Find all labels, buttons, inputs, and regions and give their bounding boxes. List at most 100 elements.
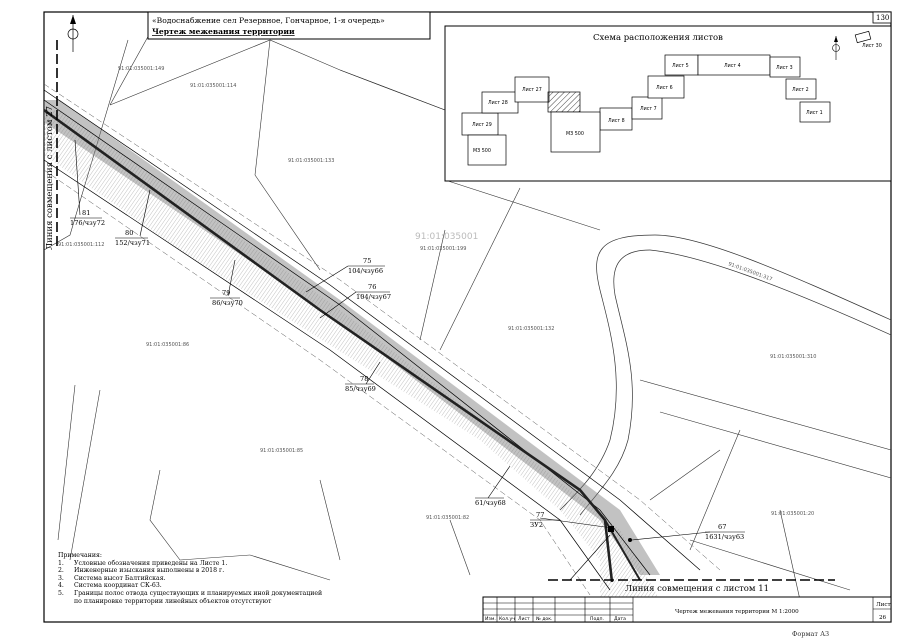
scheme-label-8: Лист 8 (608, 118, 625, 124)
scheme-label-2: Лист 2 (792, 87, 809, 93)
stamp-col: Изм. (485, 616, 496, 622)
point-code: 104/чзу67 (356, 293, 391, 301)
stamp-sheet-number: 26 (879, 615, 887, 621)
scheme-label-30: Лист 30 (862, 43, 882, 49)
point-number: 78 (360, 375, 368, 383)
notes-header: Примечания: (58, 552, 102, 559)
title-block: Изм. Кол.уч Лист № док. Подп. Дата Черте… (482, 596, 892, 623)
point-number: 77 (536, 511, 544, 519)
scheme-sheet-6 (647, 75, 685, 99)
scheme-sheet-28 (481, 91, 519, 114)
quarter-label: 91:01:035001 (415, 232, 478, 242)
point-leaders (70, 139, 745, 581)
note-item: 3.Система высот Балтийская. (58, 574, 166, 582)
corridor-edges (44, 89, 701, 591)
well-node-2 (628, 538, 632, 542)
scheme-label-1: Лист 1 (806, 110, 823, 116)
scheme-label-29: Лист 29 (472, 122, 492, 128)
scheme-sheet-labels: Лист 29 Лист 28 Лист 27 Лист 8 Лист 7 Ли… (472, 43, 882, 154)
match-line-bottom-label: Линия совмещения с листом 11 (625, 584, 769, 594)
parcel-label: 91:01:035001:85 (260, 448, 303, 454)
pipeline (44, 108, 614, 583)
note-item: 1.Условные обозначения приведены на Лист… (58, 559, 228, 567)
match-line-left-label: Линия совмещения с листом 27 (45, 106, 55, 250)
point-code: ЗУ2 (530, 521, 543, 529)
road-curves (559, 234, 891, 516)
point-code: 61/чзу68 (475, 499, 506, 507)
parcel-label: 91:01:035001:112 (58, 242, 104, 248)
scheme-label-3: Лист 3 (776, 65, 793, 71)
scheme-sheets (461, 30, 872, 166)
scheme-mz-left (467, 134, 507, 166)
scheme-mz-label-right: МЗ 500 (566, 131, 584, 137)
scheme-sheet-current (547, 91, 581, 113)
point-number: 76 (368, 283, 376, 291)
parcel-label: 91:01:035001:149 (118, 66, 164, 72)
format-label: Формат А3 (792, 630, 830, 638)
parcel-label: 91:01:035001:132 (508, 326, 554, 332)
point-code: 176/чзу72 (70, 219, 105, 227)
point-number: 75 (363, 257, 371, 265)
title-box (147, 11, 431, 40)
parcel-label: 91:01:035001:199 (420, 246, 466, 252)
stamp-col: Дата (614, 616, 626, 622)
stamp-sheet-label: Лист (876, 602, 891, 608)
note-item: 4.Система координат СК-63. (58, 582, 162, 590)
corner-number-box (872, 11, 892, 24)
scheme-label-6: Лист 6 (656, 85, 673, 91)
note-item: 2.Инженерные изыскания выполнены в 2018 … (58, 567, 225, 575)
point-code: 86/чзу70 (212, 299, 243, 307)
scheme-sheet-2 (785, 78, 817, 100)
scheme-label-28: Лист 28 (488, 100, 508, 106)
point-code: 1631/чзу63 (705, 533, 744, 541)
stamp-col: Подп. (590, 616, 604, 622)
drawing-frame (43, 11, 892, 623)
scheme-sheet-30 (854, 30, 872, 44)
scheme-sheet-27 (514, 76, 550, 103)
corridor-band (44, 100, 660, 575)
title-line-1: «Водоснабжение сел Резервное, Гончарное,… (152, 16, 385, 25)
scheme-sheet-3 (769, 56, 801, 78)
scheme-label-27: Лист 27 (522, 87, 542, 93)
north-arrow-icon (67, 15, 79, 52)
point-number: 79 (222, 289, 230, 297)
point-code: 152/чзу71 (115, 239, 150, 247)
stamp-col: Лист (518, 616, 530, 622)
scheme-sheet-1 (799, 101, 831, 123)
stamp-col: Кол.уч (499, 616, 515, 622)
corner-number: 130 (876, 14, 889, 22)
corridor-hatch (44, 110, 660, 600)
point-code: 104/чзу66 (348, 267, 383, 275)
scheme-title: Схема расположения листов (593, 33, 723, 43)
scheme-sheet-7 (631, 96, 663, 120)
stamp-drawing-title: Чертеж межевания территории М 1:2000 (675, 609, 799, 615)
note-item: 5.Границы полос отвода существующих и пл… (58, 589, 323, 597)
point-number: 81 (82, 209, 90, 217)
scheme-mz-label-left: МЗ 500 (473, 148, 491, 154)
title-line-2: Чертеж межевания территории (152, 27, 295, 36)
parcel-label: 91:01:035001:114 (190, 83, 236, 89)
scheme-label-5: Лист 5 (672, 63, 689, 69)
map-area (44, 14, 891, 601)
corridor-dashed (44, 83, 721, 596)
parcel-label: 91:01:035001:317 (727, 261, 773, 283)
point-number: 80 (125, 229, 133, 237)
scheme-label-4: Лист 4 (724, 63, 741, 69)
point-code: 85/чзу69 (345, 385, 376, 393)
parcel-label: 91:01:035001:20 (771, 511, 814, 517)
well-node (608, 526, 614, 532)
note-item: по планировке территории линейных объект… (74, 597, 272, 605)
parcel-label: 91:01:035001:310 (770, 354, 816, 360)
parcel-label: 91:01:035001:86 (146, 342, 189, 348)
scheme-north-arrow-icon (832, 36, 840, 60)
parcel-boundaries (44, 14, 891, 601)
scheme-label-7: Лист 7 (640, 106, 657, 112)
parcel-labels: 91:01:035001:149 91:01:035001:114 91:01:… (58, 66, 816, 521)
point-number: 67 (718, 523, 726, 531)
scheme-mz-right (550, 111, 601, 153)
parcel-label: 91:01:035001:133 (288, 158, 334, 164)
notes: Примечания: 1.Условные обозначения приве… (58, 552, 388, 605)
stamp-col: № док. (536, 616, 552, 622)
parcel-label: 91:01:035001:82 (426, 515, 469, 521)
